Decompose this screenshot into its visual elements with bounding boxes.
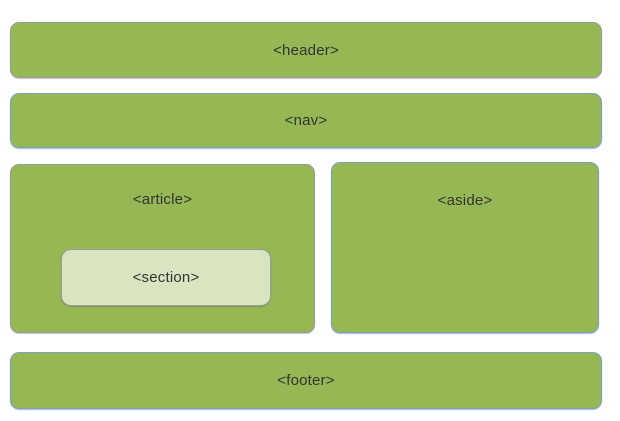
header-box-label: <header>	[273, 41, 339, 59]
nav-box: <nav>	[10, 93, 602, 148]
section-box-label: <section>	[132, 269, 200, 286]
footer-box-label: <footer>	[277, 372, 335, 389]
section-box: <section>	[61, 249, 271, 306]
footer-box: <footer>	[10, 352, 602, 409]
article-box: <article> <section>	[10, 164, 315, 333]
aside-box-label: <aside>	[437, 192, 493, 209]
article-box-label: <article>	[132, 191, 193, 208]
header-box: <header>	[10, 22, 602, 78]
nav-box-label: <nav>	[284, 112, 328, 129]
aside-box: <aside>	[331, 162, 599, 333]
